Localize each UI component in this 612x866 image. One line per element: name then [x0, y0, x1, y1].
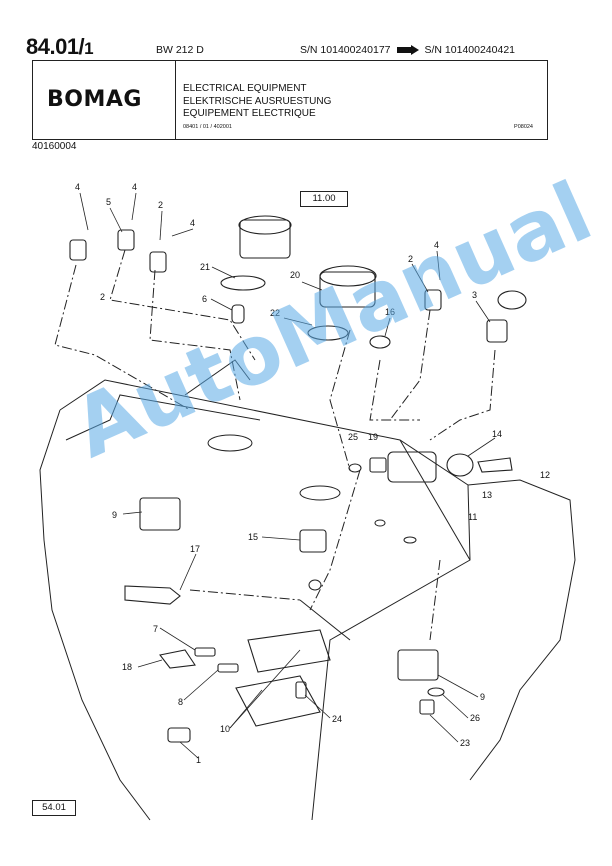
svg-text:4: 4 [190, 218, 195, 228]
bulb-6 [231, 304, 245, 324]
ignition-key-13 [477, 457, 513, 473]
switch-17 [124, 585, 181, 605]
section-titles: ELECTRICAL EQUIPMENT ELEKTRISCHE AUSRUES… [183, 83, 331, 121]
svg-text:2: 2 [408, 254, 413, 264]
fuse-8 [217, 663, 239, 673]
serial-to: S/N 101400240421 [424, 44, 516, 56]
svg-text:4: 4 [434, 240, 439, 250]
ignition-switch-11 [387, 451, 437, 483]
terminal-block-10 [247, 629, 331, 673]
svg-text:22: 22 [270, 308, 280, 318]
relay-9 [139, 497, 181, 531]
indicator-lamp-5 [117, 229, 135, 251]
svg-text:6: 6 [202, 294, 207, 304]
svg-text:13: 13 [482, 490, 492, 500]
screw-25 [348, 463, 362, 473]
title-divider [175, 61, 176, 139]
svg-text:8: 8 [178, 697, 183, 707]
page-number: 84.01/1 [26, 34, 94, 59]
seal-ring-22 [307, 325, 349, 341]
indicator-lamp-2c [424, 289, 442, 311]
serial-from: S/N 101400240177 [300, 44, 391, 56]
svg-text:16: 16 [385, 307, 395, 317]
svg-text:4: 4 [75, 182, 80, 192]
title-block: BOMAG ELECTRICAL EQUIPMENT ELEKTRISCHE A… [32, 60, 548, 140]
svg-text:2: 2 [100, 292, 105, 302]
svg-text:2: 2 [158, 200, 163, 210]
svg-text:19: 19 [368, 432, 378, 442]
svg-text:17: 17 [190, 544, 200, 554]
svg-text:23: 23 [460, 738, 470, 748]
svg-text:5: 5 [106, 197, 111, 207]
svg-text:7: 7 [153, 624, 158, 634]
washer-26 [427, 687, 445, 697]
title-fr: EQUIPEMENT ELECTRIQUE [183, 108, 316, 119]
svg-text:24: 24 [332, 714, 342, 724]
reference-code: 08401 / 01 / 402001 [183, 124, 232, 130]
indicator-lamp-3 [486, 319, 508, 343]
document-code: 40160004 [32, 141, 77, 152]
seal-ring-21 [220, 275, 266, 291]
svg-text:1: 1 [196, 755, 201, 765]
bracket-18 [159, 649, 196, 669]
lock-nut-14 [446, 453, 474, 477]
svg-text:10: 10 [220, 724, 230, 734]
page-reference-box: 54.01 [32, 800, 76, 816]
svg-text:9: 9 [112, 510, 117, 520]
svg-text:9: 9 [480, 692, 485, 702]
svg-text:4: 4 [132, 182, 137, 192]
svg-text:18: 18 [122, 662, 132, 672]
components [69, 215, 527, 743]
switch-15 [299, 529, 327, 553]
svg-text:26: 26 [470, 713, 480, 723]
svg-text:20: 20 [290, 270, 300, 280]
arrow-right-icon [396, 45, 419, 55]
fuse-7 [194, 647, 216, 657]
screw-24 [295, 681, 307, 699]
instrument-cluster [239, 219, 291, 259]
title-en: ELECTRICAL EQUIPMENT [183, 83, 307, 94]
svg-text:25: 25 [348, 432, 358, 442]
svg-text:12: 12 [540, 470, 550, 480]
brand-logo: BOMAG [47, 87, 142, 112]
indicator-lamp-2a [69, 239, 87, 261]
svg-text:11: 11 [468, 512, 477, 522]
svg-text:15: 15 [248, 532, 258, 542]
plate-code: P08024 [514, 124, 533, 130]
relay-9b [397, 649, 439, 681]
dashboard-housing [39, 359, 576, 821]
svg-text:3: 3 [472, 290, 477, 300]
assembly-leader-lines [54, 249, 496, 641]
connector-1 [167, 727, 191, 743]
bracket-19 [369, 457, 387, 473]
svg-text:14: 14 [492, 429, 502, 439]
screw-23 [419, 699, 435, 715]
callout-leaders [79, 192, 496, 759]
cap-16 [369, 335, 391, 349]
title-de: ELEKTRISCHE AUSRUESTUNG [183, 95, 332, 107]
model-name: BW 212 D [156, 44, 204, 56]
svg-text:21: 21 [200, 262, 210, 272]
serial-range: S/N 101400240177 S/N 101400240421 [300, 44, 515, 56]
group-reference-box: 11.00 [300, 191, 348, 207]
indicator-lamp-2b [149, 251, 167, 273]
